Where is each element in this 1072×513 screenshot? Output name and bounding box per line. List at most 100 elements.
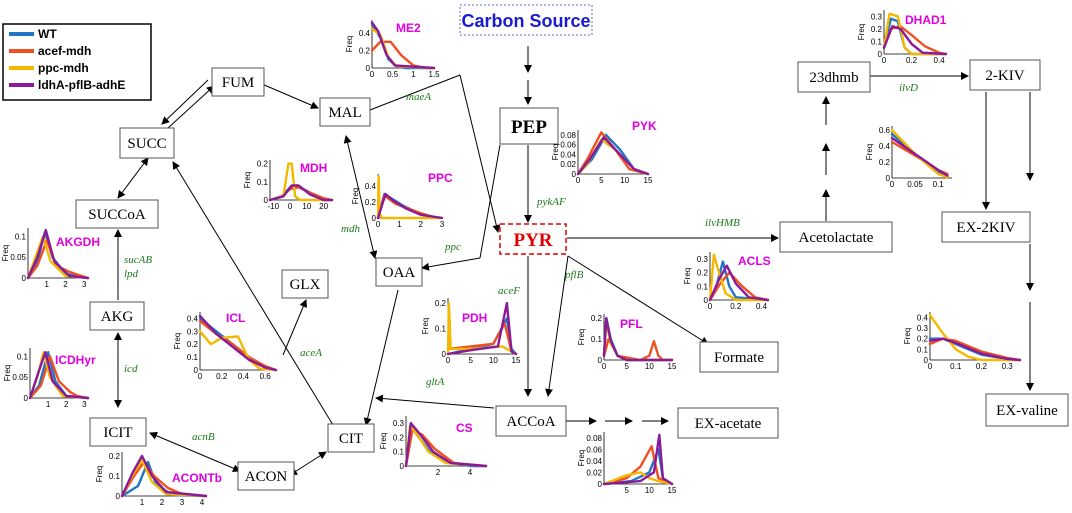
node-ex2kiv: EX-2KIV — [941, 211, 1031, 243]
chart-acontb-xtick: 3 — [180, 498, 185, 507]
chart-icl-xtick: 0.4 — [238, 372, 250, 381]
chart-ppc-xtick: 3 — [440, 220, 445, 229]
node-acetolactate: Acetolactate — [779, 221, 893, 253]
dhmb-label: 23dhmb — [809, 70, 858, 86]
chart-acontb-xtick: 2 — [160, 498, 165, 507]
chart-acetate-xtick: 10 — [645, 486, 654, 495]
chart-icdhyr-title: ICDHyr — [55, 353, 96, 367]
chart-mid-ytick: 0.4 — [879, 142, 891, 151]
node-akg: AKG — [89, 301, 145, 331]
chart-valine-ytick: 0.3 — [917, 324, 929, 333]
chart-me2-xtick: 1.5 — [428, 70, 440, 79]
enzyme-labels: maeA mdh ppc pykAF aceF pflB ilvHMB ilvD… — [124, 82, 918, 443]
chart-pyk-series-acef — [576, 131, 650, 176]
chart-icdhyr-ylabel: Freq — [3, 365, 12, 381]
chart-me2-title: ME2 — [396, 21, 421, 35]
node-glx: GLX — [281, 269, 329, 299]
chart-me2-ytick: 0 — [366, 64, 371, 73]
chart-pdh-series-ldha — [446, 301, 518, 356]
enzyme-lpd: lpd — [124, 268, 139, 280]
chart-valine-xtick: 0.1 — [950, 362, 962, 371]
chart-icl-series-ppc — [198, 330, 278, 372]
enzyme-acea: aceA — [300, 347, 322, 359]
chart-ppc-ytick: 0.2 — [365, 198, 377, 207]
chart-acls-xtick: 0.2 — [730, 302, 742, 311]
chart-acontb-ytick: 0.2 — [109, 452, 121, 461]
chart-ppc-series-ldha — [376, 192, 444, 220]
chart-acontb-ytick: 0.1 — [109, 472, 121, 481]
chart-pdh-series-ppc — [446, 301, 518, 356]
chart-pdh-xtick: 0 — [446, 356, 451, 365]
chart-pyk-xtick: 10 — [620, 176, 629, 185]
chart-acontb-title: ACONTb — [172, 471, 222, 485]
chart-icl-xtick: 0.2 — [216, 372, 228, 381]
chart-icl-ytick: 0.3 — [187, 327, 199, 336]
chart-icl-ylabel: Freq — [173, 333, 182, 349]
legend-label-ldha: ldhA-pflB-adhE — [38, 78, 125, 92]
chart-pfl-series-ldha — [602, 317, 674, 362]
chart-acls-ytick: 0.1 — [697, 282, 709, 291]
chart-icdhyr-xtick: 1 — [46, 400, 51, 409]
enzyme-pflb: pflB — [564, 269, 584, 281]
node-accoa: ACCoA — [495, 405, 567, 437]
chart-pyk-ytick: 0.08 — [560, 131, 576, 140]
enzyme-acef: aceF — [498, 285, 520, 297]
chart-dhad1-xtick: 0.2 — [906, 56, 918, 65]
exvaline-label: EX-valine — [996, 403, 1058, 419]
chart-pyk-xtick: 5 — [599, 176, 604, 185]
chart-icdhyr-ytick: 0 — [24, 394, 29, 403]
chart-cs-ylabel: Freq — [379, 433, 388, 449]
chart-acls-ytick: 0.2 — [697, 269, 709, 278]
chart-acetate-ytick: 0.06 — [586, 445, 602, 454]
chart-acls-series-ppc — [708, 253, 770, 302]
node-icit: ICIT — [89, 417, 147, 447]
chart-pfl-xtick: 15 — [668, 362, 677, 371]
chart-pyk-xtick: 15 — [644, 176, 653, 185]
chart-cs-series-ldha — [404, 421, 488, 468]
legend-label-ppc: ppc-mdh — [38, 61, 89, 75]
node-exvaline: EX-valine — [985, 393, 1069, 427]
chart-valine-ylabel: Freq — [903, 328, 912, 344]
chart-dhad1-ytick: 0.3 — [871, 12, 883, 21]
enzyme-maea: maeA — [406, 91, 431, 103]
chart-acontb-ytick: 0 — [116, 492, 121, 501]
chart-cs-ytick: 0.2 — [393, 433, 405, 442]
akg-label: AKG — [101, 309, 134, 325]
chart-pdh-xtick: 10 — [489, 356, 498, 365]
legend-box — [2, 23, 152, 101]
node-cit: CIT — [327, 423, 375, 453]
accoa-label: ACCoA — [506, 414, 555, 430]
chart-akgdh-ylabel: Freq — [1, 245, 10, 261]
pyr-label: PYR — [513, 230, 552, 251]
chart-pfl-title: PFL — [620, 317, 643, 331]
enzyme-glta: gltA — [426, 376, 445, 388]
chart-valine-xtick: 0.2 — [976, 362, 988, 371]
chart-icl-title: ICL — [226, 311, 245, 325]
chart-acetate-ytick: 0.02 — [586, 468, 602, 477]
chart-pfl-ytick: 0.1 — [591, 335, 603, 344]
chart-valine-series-ldha — [928, 337, 1022, 362]
chart-pdh-xtick: 5 — [468, 356, 473, 365]
enzyme-icd: icd — [124, 363, 138, 375]
chart-acls-xtick: 0 — [708, 302, 713, 311]
chart-pyk-ytick: 0 — [572, 170, 577, 179]
chart-acetate-ytick: 0.04 — [586, 457, 602, 466]
formate-label: Formate — [714, 350, 764, 366]
chart-icl-xtick: 0 — [198, 372, 203, 381]
chart-acontb-xtick: 4 — [200, 498, 205, 507]
chart-icl-ytick: 0 — [194, 366, 199, 375]
icit-label: ICIT — [103, 425, 132, 441]
chart-valine-ytick: 0.4 — [917, 313, 929, 322]
chart-mid-series-ldha — [890, 136, 949, 177]
chart-acontb-xtick: 1 — [140, 498, 145, 507]
chart-me2-xtick: 1 — [411, 70, 416, 79]
chart-mid-ytick: 0 — [886, 174, 891, 183]
chart-icdhyr-ytick: 0.05 — [12, 373, 28, 382]
chart-icl-ytick: 0.4 — [187, 314, 199, 323]
chart-icl-series-ldha — [198, 314, 278, 372]
